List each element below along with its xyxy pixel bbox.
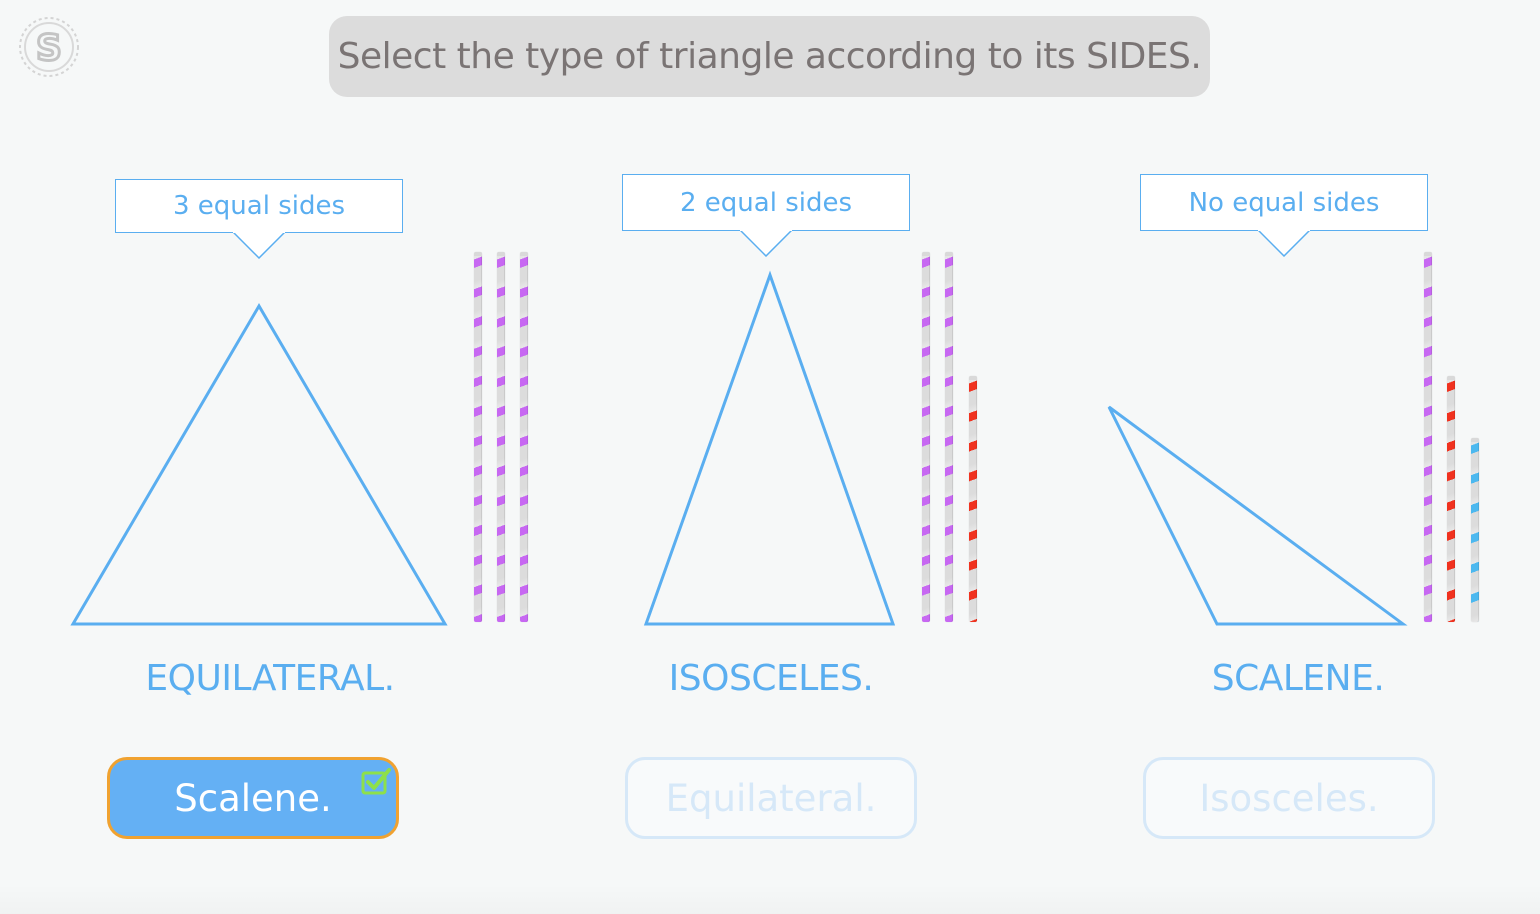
scalene-triangle xyxy=(1107,405,1408,626)
svg-text:S: S xyxy=(36,28,62,69)
label-isosceles: ISOSCELES. xyxy=(668,658,874,699)
tooltip-text: No equal sides xyxy=(1188,187,1380,218)
instruction-banner: Select the type of triangle according to… xyxy=(329,16,1210,97)
checkbox-checked-icon xyxy=(361,768,391,795)
straw-red xyxy=(969,376,977,622)
label-equilateral: EQUILATERAL. xyxy=(145,658,395,699)
straw-blue xyxy=(1471,438,1479,622)
tooltip-text: 2 equal sides xyxy=(679,187,853,218)
straw-purple xyxy=(945,252,953,622)
answer-label: Isosceles. xyxy=(1199,776,1379,820)
tooltip-pointer xyxy=(740,230,792,257)
equilateral-triangle xyxy=(70,303,448,626)
isosceles-triangle xyxy=(643,270,896,626)
tooltip-equal-sides-3: 3 equal sides xyxy=(115,179,403,259)
answer-label: Equilateral. xyxy=(665,776,877,820)
straw-purple xyxy=(922,252,930,622)
answer-label: Scalene. xyxy=(174,776,332,820)
tooltip-equal-sides-2: 2 equal sides xyxy=(622,174,910,257)
straw-purple xyxy=(474,252,482,622)
answer-button-isosceles[interactable]: Isosceles. xyxy=(1143,757,1435,839)
app-logo[interactable]: S xyxy=(18,16,80,78)
straw-red xyxy=(1447,376,1455,622)
answer-button-scalene[interactable]: Scalene. xyxy=(107,757,399,839)
tooltip-pointer xyxy=(233,232,285,259)
tooltip-no-equal-sides: No equal sides xyxy=(1140,174,1428,257)
instruction-text: Select the type of triangle according to… xyxy=(337,36,1202,77)
answer-button-equilateral[interactable]: Equilateral. xyxy=(625,757,917,839)
tooltip-text: 3 equal sides xyxy=(172,191,346,221)
straw-purple xyxy=(520,252,528,622)
logo-badge-icon: S xyxy=(19,17,79,77)
straw-purple xyxy=(1424,252,1432,622)
label-scalene: SCALENE. xyxy=(1211,658,1385,699)
tooltip-pointer xyxy=(1258,230,1310,257)
footer-shadow xyxy=(0,884,1540,914)
straw-purple xyxy=(497,252,505,622)
